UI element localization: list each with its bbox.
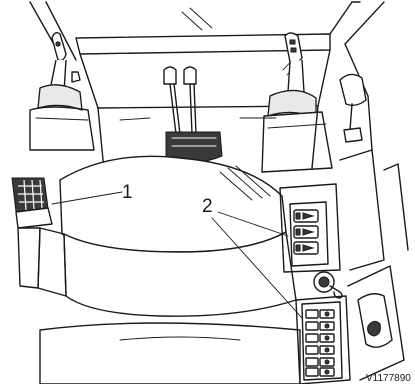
lower-switch-panel [296, 296, 350, 384]
right-lever [340, 74, 366, 142]
callout-2-label: 2 [202, 196, 213, 217]
right-joystick [262, 33, 332, 172]
right-side-wall [340, 150, 408, 380]
left-joystick [30, 33, 94, 150]
operator-seat [18, 156, 300, 384]
cab-frame [30, 2, 384, 150]
figure-reference-code: V1177890 [366, 373, 411, 384]
callout-1-label: 1 [122, 182, 133, 203]
travel-levers [164, 67, 222, 162]
left-pedal [12, 178, 52, 228]
window-glare [182, 8, 300, 75]
ignition-key [314, 272, 342, 298]
